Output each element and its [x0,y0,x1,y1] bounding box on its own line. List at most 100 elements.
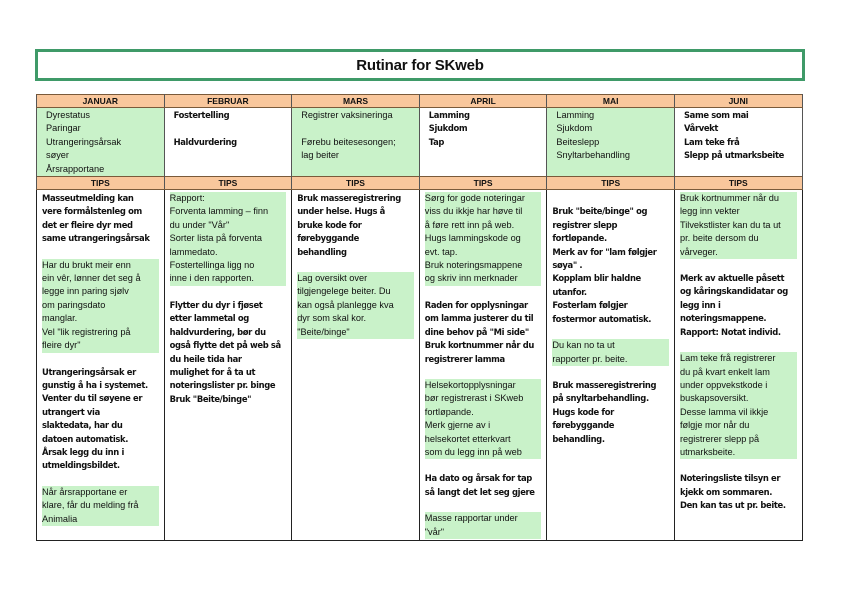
tip-line: registrerer slepp på [679,433,760,444]
tip-line: Sørg for gode noteringar [424,193,525,204]
task-item: Beiteslepp [556,136,600,147]
task-item: Lamming [556,110,595,120]
tasks-februar: Fostertelling Haldvurdering [163,107,293,177]
tip-line: og skriv inn merknader [424,273,518,284]
tip-line: fortløpande. [552,233,607,244]
tip-line: Raden for opplysningar [424,299,528,310]
tip-line: på snyltarbehandling. [552,393,649,404]
tip-line: Flytter du dyr i fjøset [169,299,263,310]
tip-line: "Beite/binge" [297,326,350,337]
tip-line: Rapport: [169,193,205,204]
tip-line: behandling. [552,433,605,444]
tip-line: Bruk "beite/binge" og [552,206,648,217]
task-item: søyer [46,150,69,161]
tip-line: Hugs lammingskode og [424,233,521,244]
tip-line: gunstig å ha i systemet. [42,379,148,390]
tip-line: bruke kode for [297,219,362,230]
tip-line: dine behov på "Mi side" [424,326,529,337]
tip-line: datoen automatisk. [42,433,129,444]
tip-line: så langt det let seg gjere [424,486,535,497]
task-item: Fostertelling [173,110,230,120]
tip-line: Bruk kortnummer når du [424,340,535,351]
tip-line: du under "Vår" [169,219,230,230]
tip-line: Helsekortopplysningar [424,379,516,390]
tip-line: kjekk om sommaren. [679,486,773,497]
tip-line [552,192,669,205]
tip-line: søya" . [552,260,583,271]
tip-line: Bruk masseregistrering [552,379,657,390]
tip-line: registrerer lamma [424,353,505,364]
tip-line: om paringsdato [42,299,106,310]
tip-line: Lam teke frå registrerer [679,353,776,364]
tip-line: fostermor automatisk. [552,313,652,324]
month-header-row: JANUAR FEBRUAR MARS APRIL MAI JUNI [36,94,803,108]
task-item: Sjukdom [556,123,593,134]
tip-line: etter lammetal og [169,313,250,324]
tip-line: vårveger. [679,246,718,257]
tip-line: bør registrerast i SKweb [424,393,524,404]
tip-line: manglar. [42,313,78,324]
tip-line: Masse rapportar under [424,513,518,524]
tip-line: Fosterlam følgjer [552,300,628,311]
document-title: Rutinar for SKweb [356,56,484,74]
tip-line: klare, får du melding frå [42,500,139,511]
task-item [174,122,288,135]
tip-line: Merk av aktuelle påsett [679,273,785,284]
tips-header-mai: TIPS [546,176,675,191]
task-item: Årsrapportane [46,163,105,174]
tips-header-januar: TIPS [36,176,165,191]
tip-line: og kåringskandidatar og [679,286,788,297]
month-header-mars: MARS [291,94,420,108]
tip-line: Bruk noteringsmappene [424,260,523,271]
routine-table: JANUAR FEBRUAR MARS APRIL MAI JUNI Dyres… [36,94,803,542]
task-item: Utrangeringsårsak [46,136,122,147]
tip-line: Lag oversikt over [297,273,368,284]
month-header-januar: JANUAR [36,94,165,108]
tip-line: buskapsoversikt. [679,393,749,404]
tip-line: det er fleire dyr med [42,219,133,230]
tip-line: helsekortet etterkvart [424,433,511,444]
tip-line: legg inn i [679,299,721,310]
tip-block: Flytter du dyr i fjøset etter lammetal og… [170,299,287,406]
tasks-mars: Registrer vaksineringa Førebu beiteseson… [291,107,420,177]
tip-line: Merk gjerne av i [424,420,491,431]
tip-line: Venter du til søyene er [42,393,143,404]
tip-line: førebyggande [552,420,615,431]
tip-line: Den kan tas ut pr. beite. [679,500,786,511]
tip-line: under helse. Hugs å [297,206,385,217]
task-item: Dyrestatus [46,110,90,120]
tip-line: førebyggande [297,233,359,244]
tip-line: legg inn vekter [679,206,740,217]
tip-line: du på kvart enkelt lam [679,366,770,377]
tip-line: inne i den rapporten. [169,273,254,284]
tips-header-april: TIPS [418,176,548,191]
tip-line: noteringsmappene. [679,313,767,324]
tip-line: Fostertellinga ligg no [169,260,255,271]
tip-line: Vel "lik registrering på [42,326,131,337]
task-item: Tap [428,136,445,147]
tip-line: behandling [297,246,347,257]
tip-line: Desse lamma vil ikkje [679,406,769,417]
tip-line: dyr som skal kor. [297,313,367,324]
tip-line: Noteringsliste tilsyn er [679,473,781,484]
task-item: lag beiter [301,150,339,161]
task-item: Førebu beitesesongen; [301,136,396,147]
tip-block-highlighted: Lam teke frå registrerer du på kvart enke… [679,352,797,460]
tip-line: same utrangeringsårsak [42,233,150,244]
